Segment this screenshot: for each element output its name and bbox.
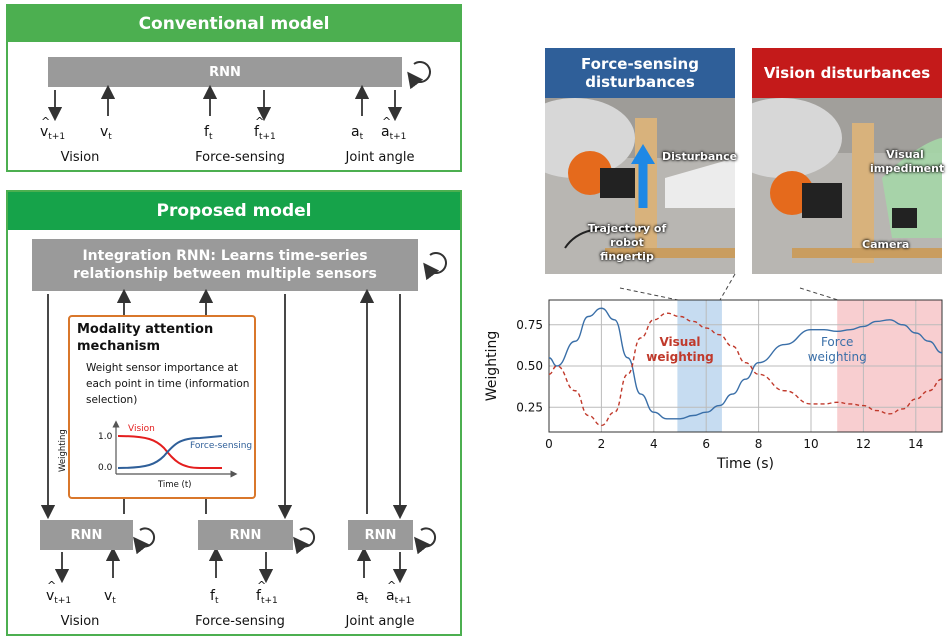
x-tick-label-4: 8 (755, 437, 763, 451)
plot-frame (548, 299, 943, 433)
callout-camera: Camera (862, 238, 910, 251)
series-line-0 (548, 307, 943, 420)
vision-disturbance-photo (752, 98, 942, 274)
modality-attention-box (68, 315, 256, 499)
conventional-loop-icon (407, 61, 431, 90)
x-tick-label-0: 0 (545, 437, 553, 451)
mini-chart-ylabel: Weighting (58, 429, 68, 472)
y-tick-label-0: 0.25 (516, 400, 543, 414)
conv-signal-f-hat: ft+1 (254, 115, 276, 142)
prop-group-vision: Vision (60, 614, 100, 629)
conventional-model-panel: Conventional model (6, 4, 462, 172)
prop-group-joint: Joint angle (345, 614, 415, 629)
prop-signal-f-hat: ft+1 (256, 579, 278, 606)
integration-rnn-bar: Integration RNN: Learns time-series rela… (32, 239, 418, 291)
conventional-rnn-bar: RNN (48, 57, 402, 87)
force-photo-illustration (545, 98, 735, 274)
callout-disturbance: Disturbance (662, 150, 738, 163)
conv-group-force: Force-sensing (195, 150, 285, 165)
callout-trajectory: Trajectory of robot fingertip (587, 222, 667, 263)
mini-chart-series-vision: Vision (128, 424, 155, 434)
mini-chart-series-force: Force-sensing (190, 441, 253, 451)
callout-visual-impediment: Visual impediment (870, 148, 945, 175)
prop-group-force: Force-sensing (195, 614, 285, 629)
rnn-box-vision: RNN (40, 520, 133, 550)
rnn-box-joint: RNN (348, 520, 413, 550)
rnn-box-force: RNN (198, 520, 293, 550)
attention-description: Weight sensor importance at each point i… (86, 362, 250, 406)
rnn-loop-icon-2 (293, 527, 316, 555)
conv-signal-v: vt (100, 124, 112, 142)
y-tick-label-2: 0.75 (516, 318, 543, 332)
y-tick-label-1: 0.50 (516, 359, 543, 373)
prop-signal-f: ft (210, 588, 219, 606)
mini-chart-tick-0: 0.0 (98, 463, 113, 473)
x-axis-label: Time (s) (716, 456, 774, 472)
x-tick-label-1: 2 (598, 437, 606, 451)
x-tick-label-6: 12 (856, 437, 871, 451)
conventional-model-title: Conventional model (8, 6, 460, 42)
prop-signal-a: at (356, 588, 369, 606)
conv-signal-a: at (351, 124, 364, 142)
x-tick-label-7: 14 (908, 437, 923, 451)
conv-signal-a-hat: at+1 (381, 115, 406, 142)
rnn-loop-icon-3 (414, 527, 437, 555)
rnn-loop-icon-1 (133, 527, 156, 555)
vision-photo-illustration (752, 98, 942, 274)
attention-mini-chart (112, 420, 238, 478)
y-axis-label: Weighting (484, 331, 500, 401)
force-disturbance-title: Force-sensing disturbances (545, 48, 735, 98)
photo-chart-connectors (619, 273, 839, 301)
attention-title: Modality attention mechanism (77, 322, 214, 354)
conv-signal-f: ft (204, 124, 213, 142)
x-tick-label-2: 4 (650, 437, 658, 451)
conventional-arrows (47, 61, 431, 122)
proposed-model-title: Proposed model (8, 192, 460, 230)
prop-signal-v: vt (104, 588, 116, 606)
prop-signal-a-hat: at+1 (386, 579, 411, 606)
integration-loop-icon (423, 252, 447, 281)
mini-chart-xlabel: Time (t) (158, 480, 192, 490)
prop-signal-v-hat: vt+1 (46, 579, 71, 606)
conv-signal-v-hat: vt+1 (40, 115, 65, 142)
mini-chart-tick-1: 1.0 (98, 432, 113, 442)
conv-group-joint: Joint angle (345, 150, 415, 165)
x-tick-label-3: 6 (702, 437, 710, 451)
vision-disturbance-title: Vision disturbances (752, 48, 942, 98)
conv-group-vision: Vision (60, 150, 100, 165)
x-tick-label-5: 10 (803, 437, 818, 451)
force-disturbance-photo (545, 98, 735, 274)
